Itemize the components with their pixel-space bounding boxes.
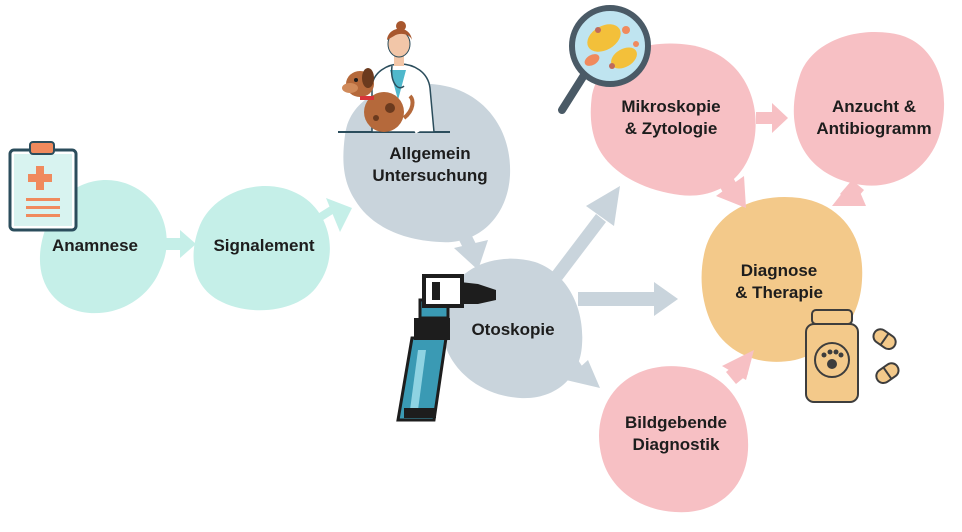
arrow-otoskopie-bildgebende <box>560 354 600 388</box>
pills-icon <box>872 328 900 385</box>
node-allgemein-label: Allgemein Untersuchung <box>360 143 500 187</box>
arrow-bildgebende-diagnose <box>722 350 754 384</box>
anzucht-line2: Antibiogramm <box>816 119 932 138</box>
blob-anzucht <box>793 31 945 186</box>
anzucht-line1: Anzucht & <box>831 97 917 116</box>
arrow-mikroskopie-anzucht <box>756 103 788 133</box>
arrow-mikroskopie-diagnose <box>716 172 746 208</box>
otoskopie-text: Otoskopie <box>471 320 555 339</box>
arrow-otoskopie-mikroskopie <box>552 186 620 280</box>
magnifier-bacteria-icon <box>558 5 651 114</box>
otoscope-icon <box>396 274 496 422</box>
diagnose-line2: & Therapie <box>735 283 823 302</box>
blob-bildgebende <box>599 366 749 513</box>
arrow-anamnese-signalement <box>160 230 196 258</box>
mikroskopie-line1: Mikroskopie <box>621 97 721 116</box>
arrow-signalement-allgemein <box>316 198 352 232</box>
node-otoskopie-label: Otoskopie <box>458 319 568 341</box>
arrow-allgemein-otoskopie <box>454 226 488 270</box>
arrow-otoskopie-diagnose <box>578 282 678 316</box>
node-diagnose-label: Diagnose & Therapie <box>714 260 844 304</box>
vet-with-dog-icon <box>338 21 450 134</box>
signalement-text: Signalement <box>213 236 315 255</box>
diagnose-line1: Diagnose <box>740 261 818 280</box>
bildgebende-line1: Bildgebende <box>624 413 727 432</box>
allgemein-line1: Allgemein <box>389 144 471 163</box>
blob-mikroskopie <box>590 43 756 196</box>
medicine-bottle-icon <box>805 309 859 403</box>
blob-signalement <box>193 186 330 311</box>
node-anamnese-label: Anamnese <box>40 235 150 257</box>
allgemein-line2: Untersuchung <box>372 166 488 185</box>
node-mikroskopie-label: Mikroskopie & Zytologie <box>606 96 736 140</box>
node-anzucht-label: Anzucht & Antibiogramm <box>804 96 944 140</box>
node-signalement-label: Signalement <box>202 235 326 257</box>
anamnese-text: Anamnese <box>52 236 138 255</box>
mikroskopie-line2: & Zytologie <box>624 119 718 138</box>
arrow-anzucht-diagnose <box>832 178 866 206</box>
clipboard-icon <box>8 141 78 232</box>
bildgebende-line2: Diagnostik <box>632 435 720 454</box>
node-bildgebende-label: Bildgebende Diagnostik <box>612 412 740 456</box>
